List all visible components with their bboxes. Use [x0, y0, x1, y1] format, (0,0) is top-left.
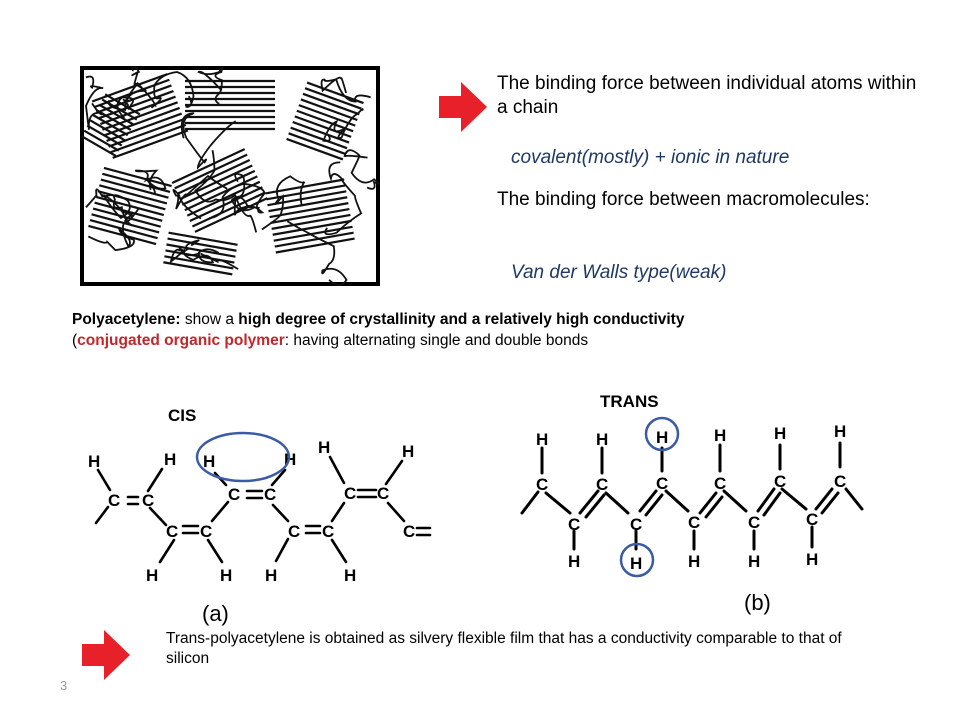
- highlight-circle: [619, 542, 655, 578]
- atom-label: H: [596, 430, 608, 449]
- atom-label: C: [142, 491, 154, 510]
- atom-label: H: [834, 422, 846, 441]
- lamella-stack: [185, 79, 275, 131]
- amorphous-chain: [101, 193, 133, 227]
- amorphous-chain: [261, 175, 306, 231]
- atom-label: H: [344, 566, 356, 585]
- atom-label: C: [264, 485, 276, 504]
- amorphous-chain: [230, 173, 257, 216]
- poly-bold-1: high degree of crystallinity and a relat…: [238, 311, 685, 328]
- atom-label: C: [834, 472, 846, 491]
- atom-label: C: [688, 513, 700, 532]
- atom-label: H: [630, 554, 642, 573]
- amorphous-chain: [183, 239, 219, 264]
- lamella-stack: [265, 178, 355, 254]
- atom-label: H: [318, 438, 330, 457]
- atom-label: C: [377, 484, 389, 503]
- cis-polyacetylene-structure: CIS H C C H C C H H H C C H: [88, 406, 432, 626]
- amorphous-chain: [324, 161, 363, 236]
- poly-text-2: (: [72, 332, 78, 349]
- atom-label: C: [714, 474, 726, 493]
- amorphous-chain: [107, 66, 147, 112]
- trans-polyacetylene-note: Trans-polyacetylene is obtained as silve…: [166, 630, 842, 667]
- amorphous-chain: [194, 150, 258, 233]
- atom-label: C: [344, 484, 356, 503]
- amorphous-chain: [169, 246, 239, 270]
- highlight-ellipse: [195, 431, 291, 483]
- atom-label: C: [596, 475, 608, 494]
- amorphous-chain: [87, 222, 135, 252]
- atom-label: H: [748, 552, 760, 571]
- amorphous-chain: [150, 71, 195, 109]
- binding-force-atoms-text: The binding force between individual ato…: [497, 73, 917, 118]
- atom-label: C: [166, 522, 178, 541]
- binding-force-macromolecules-text: The binding force between macromolecules…: [497, 189, 870, 210]
- amorphous-chain: [286, 220, 348, 286]
- highlight-circle: [644, 416, 680, 452]
- atom-label: H: [220, 566, 232, 585]
- trans-label: TRANS: [600, 392, 659, 411]
- atom-label: H: [714, 426, 726, 445]
- atom-label: C: [568, 515, 580, 534]
- atom-label: H: [146, 566, 158, 585]
- atom-label: H: [688, 552, 700, 571]
- atom-label: C: [748, 513, 760, 532]
- atom-label: H: [568, 552, 580, 571]
- polyacetylene-term: Polyacetylene:: [72, 311, 181, 328]
- conjugated-polymer-term: conjugated organic polymer: [77, 332, 285, 349]
- atom-label: H: [536, 430, 548, 449]
- atom-label: C: [108, 491, 120, 510]
- lamella-stack: [286, 81, 364, 161]
- amorphous-chain: [209, 182, 266, 220]
- atom-label: H: [402, 442, 414, 461]
- figure-b-caption: (b): [744, 590, 771, 615]
- atom-label: H: [265, 566, 277, 585]
- trans-polyacetylene-structure: TRANS H C C H H C C H H C C: [520, 392, 864, 615]
- cis-label: CIS: [168, 406, 196, 425]
- atom-label: C: [656, 474, 668, 493]
- polymer-crystallite-image: [80, 66, 380, 286]
- atom-label: C: [200, 522, 212, 541]
- amorphous-chain: [322, 108, 364, 142]
- amorphous-chain: [134, 169, 167, 195]
- polyacetylene-description: Polyacetylene: show a high degree of cry…: [72, 309, 942, 351]
- cis-atoms: H C C H C C H H H C C H C C H H H C C H …: [88, 438, 415, 585]
- trans-atoms: H C C H H C C H H C C H H C C H H C C H …: [536, 422, 846, 573]
- page-number: 3: [60, 678, 68, 693]
- red-arrow-icon: [439, 82, 487, 132]
- amorphous-chain: [320, 76, 371, 103]
- atom-label: H: [656, 428, 668, 447]
- amorphous-chain: [180, 112, 237, 170]
- amorphous-chain: [343, 149, 380, 190]
- figure-a-caption: (a): [202, 601, 229, 626]
- poly-text-3: : having alternating single and double b…: [284, 332, 589, 349]
- binding-force-atoms-detail: covalent(mostly) + ionic in nature: [511, 147, 790, 168]
- amorphous-chain: [85, 75, 104, 130]
- atom-label: C: [288, 522, 300, 541]
- atom-label: C: [228, 485, 240, 504]
- atom-label: H: [88, 452, 100, 471]
- atom-label: C: [806, 510, 818, 529]
- atom-label: H: [164, 450, 176, 469]
- atom-label: H: [806, 550, 818, 569]
- atom-label: C: [774, 472, 786, 491]
- amorphous-chain: [197, 66, 223, 105]
- atom-label: C: [630, 515, 642, 534]
- binding-force-macromolecules-detail: Van der Walls type(weak): [511, 262, 727, 283]
- atom-label: C: [403, 522, 415, 541]
- atom-label: C: [322, 522, 334, 541]
- atom-label: H: [774, 424, 786, 443]
- red-arrow-icon: [82, 630, 130, 680]
- amorphous-chain: [172, 174, 228, 220]
- atom-label: H: [203, 452, 215, 471]
- atom-label: C: [536, 475, 548, 494]
- amorphous-chain: [116, 81, 157, 119]
- poly-text-1: show a: [180, 311, 239, 328]
